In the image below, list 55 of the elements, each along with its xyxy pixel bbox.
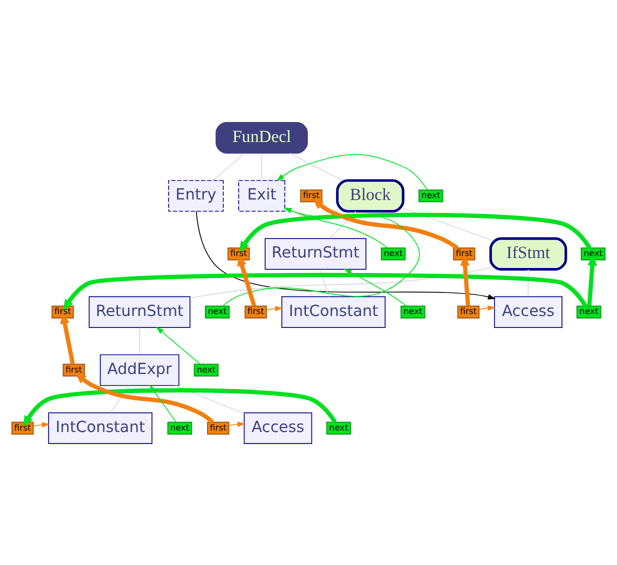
connector bbox=[212, 152, 245, 180]
node-box: IntConstant bbox=[48, 412, 152, 444]
node-box: AddExpr bbox=[100, 354, 180, 386]
node-box: next bbox=[580, 247, 606, 260]
node-box: next bbox=[400, 305, 426, 318]
node-box: IntConstant bbox=[281, 296, 386, 328]
connector bbox=[320, 268, 330, 296]
node-box: next bbox=[167, 421, 192, 434]
node-box: first bbox=[244, 305, 267, 318]
connector bbox=[261, 152, 262, 180]
connector bbox=[190, 266, 491, 298]
node-box: first bbox=[457, 305, 480, 318]
arrow bbox=[266, 306, 283, 311]
node-box: Access bbox=[494, 296, 562, 328]
arrow bbox=[149, 384, 176, 422]
node-box: first bbox=[207, 421, 230, 434]
node-box: Block bbox=[336, 178, 404, 212]
arrow bbox=[284, 207, 388, 248]
node-box: first bbox=[300, 188, 322, 202]
node-box: Entry bbox=[168, 180, 224, 212]
arrow bbox=[239, 212, 592, 252]
node-box: IfStmt bbox=[489, 236, 568, 270]
arrow bbox=[75, 372, 214, 424]
connector bbox=[139, 327, 140, 354]
node-box: Exit bbox=[238, 180, 286, 212]
arrow bbox=[222, 207, 420, 306]
node-box: first bbox=[453, 247, 476, 260]
node-box: first bbox=[11, 421, 34, 434]
node-box: next bbox=[418, 188, 444, 202]
connector bbox=[403, 208, 491, 240]
arrow bbox=[312, 198, 458, 250]
arrow bbox=[228, 421, 246, 426]
connector bbox=[528, 269, 529, 296]
arrow bbox=[33, 422, 50, 428]
node-box: ReturnStmt bbox=[88, 296, 190, 328]
node-box: Access bbox=[244, 412, 312, 444]
node-box: next bbox=[380, 247, 406, 260]
arrow bbox=[344, 268, 407, 306]
arrow bbox=[587, 254, 598, 306]
node-box: first bbox=[62, 363, 85, 376]
node-box: ReturnStmt bbox=[264, 238, 366, 270]
node-box: next bbox=[326, 421, 351, 434]
arrow bbox=[276, 154, 428, 190]
arrow bbox=[237, 254, 256, 306]
connector bbox=[175, 384, 244, 414]
arrow bbox=[22, 388, 337, 426]
connector bbox=[290, 152, 342, 180]
node-box: first bbox=[228, 247, 250, 260]
node-box: next bbox=[576, 305, 602, 318]
arrow bbox=[156, 326, 201, 364]
connector bbox=[110, 385, 130, 412]
node-box: next bbox=[194, 363, 219, 376]
node-box: first bbox=[52, 305, 74, 318]
node-box: next bbox=[204, 305, 230, 318]
node-box: FunDecl bbox=[216, 121, 308, 154]
